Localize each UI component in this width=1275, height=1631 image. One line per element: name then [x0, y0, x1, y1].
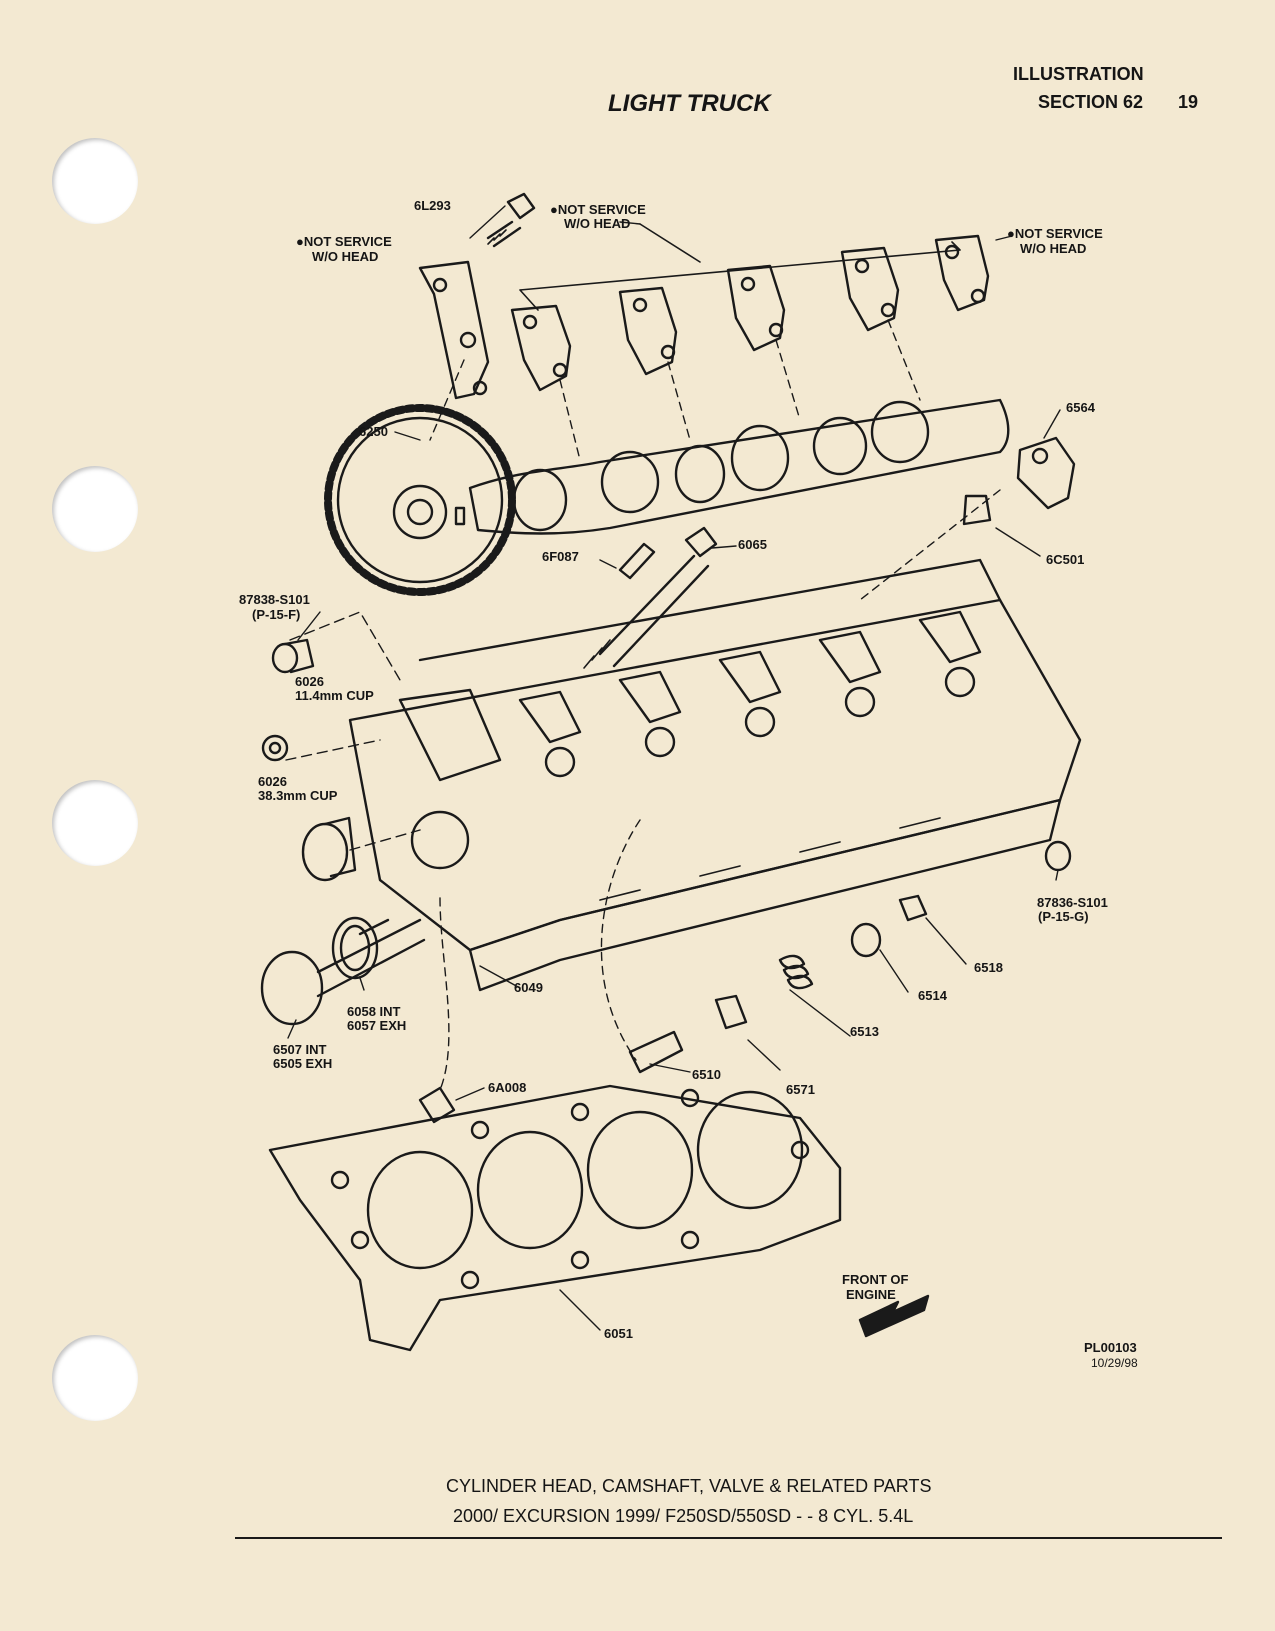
camshaft-bearing-caps [418, 234, 990, 400]
dowel-6f087 [618, 542, 656, 580]
binder-hole-upper-middle [52, 466, 138, 552]
valve-seat-insert [331, 916, 390, 980]
front-of-engine-label: FRONT OF [842, 1272, 909, 1287]
callout-6564: 6564 [1066, 400, 1095, 415]
callout-not-service-left: ●NOT SERVICE [296, 234, 392, 249]
callout-6571: 6571 [786, 1082, 815, 1097]
camshaft-gear [324, 404, 516, 596]
callout-6505-exh: 6505 EXH [273, 1056, 333, 1071]
callout-6514: 6514 [918, 988, 947, 1003]
callout-87836-s101: 87836-S101 [1037, 895, 1108, 910]
callout-6507-int: 6507 INT [273, 1042, 327, 1057]
callout-6513: 6513 [850, 1024, 879, 1039]
plate-date: 10/29/98 [1091, 1356, 1138, 1370]
binder-hole-top [52, 138, 138, 224]
callout-not-service-left-sub: W/O HEAD [312, 249, 379, 264]
callout-6a008: 6A008 [488, 1080, 527, 1095]
page-title: LIGHT TRUCK [608, 90, 771, 117]
callout-87836-ref: (P-15-G) [1038, 909, 1089, 924]
callout-6f087: 6F087 [542, 549, 579, 564]
callout-6049: 6049 [514, 980, 543, 995]
callout-not-service-right: ●NOT SERVICE [1007, 226, 1103, 241]
callout-6026-large-size: 38.3mm CUP [258, 788, 338, 803]
callout-not-service-right-sub: W/O HEAD [1020, 241, 1087, 256]
lash-adjuster [962, 494, 992, 526]
illustration-label: ILLUSTRATION [1013, 64, 1144, 84]
callout-6057-exh: 6057 EXH [347, 1018, 407, 1033]
callout-87838-s101: 87838-S101 [239, 592, 310, 607]
expansion-plug-left [271, 638, 315, 674]
front-of-engine-label-sub: ENGINE [846, 1287, 896, 1302]
valve-spring-stack [628, 894, 928, 1074]
front-of-engine-arrow [858, 1294, 930, 1338]
callout-6065: 6065 [738, 537, 767, 552]
binder-hole-bottom [52, 1335, 138, 1421]
callout-6518: 6518 [974, 960, 1003, 975]
section-label: SECTION 62 [1038, 92, 1144, 112]
callout-6250: 6250 [359, 424, 388, 439]
footer-title: CYLINDER HEAD, CAMSHAFT, VALVE & RELATED… [446, 1476, 932, 1496]
callout-6058-int: 6058 INT [347, 1004, 401, 1019]
callout-6026-small-size: 11.4mm CUP [295, 688, 374, 703]
callout-6026-large: 6026 [258, 774, 287, 789]
callout-not-service-center-sub: W/O HEAD [564, 216, 631, 231]
callout-6c501: 6C501 [1046, 552, 1085, 567]
page-number: 19 [1178, 92, 1199, 112]
dowel-6a008 [418, 1086, 456, 1124]
callout-87838-ref: (P-15-F) [252, 607, 301, 622]
camshaft [468, 398, 1010, 535]
valve [260, 918, 426, 1026]
callout-6l293: 6L293 [414, 198, 451, 213]
cylinder-head [348, 558, 1082, 992]
head-gasket [268, 1084, 842, 1352]
callout-6510: 6510 [692, 1067, 721, 1082]
cup-plug-large [301, 816, 357, 882]
plate-code: PL00103 [1084, 1340, 1137, 1355]
roller-follower [1016, 436, 1076, 510]
callout-6051: 6051 [604, 1326, 633, 1341]
footer-models: 2000/ EXCURSION 1999/ F250SD/550SD - - 8… [453, 1506, 914, 1526]
callout-6026-small: 6026 [295, 674, 324, 689]
binder-hole-lower-middle [52, 780, 138, 866]
cup-plug-small [261, 734, 289, 762]
bolt-6l293 [486, 192, 536, 248]
expansion-plug-right [1044, 840, 1072, 872]
callout-not-service-center: ●NOT SERVICE [550, 202, 646, 217]
